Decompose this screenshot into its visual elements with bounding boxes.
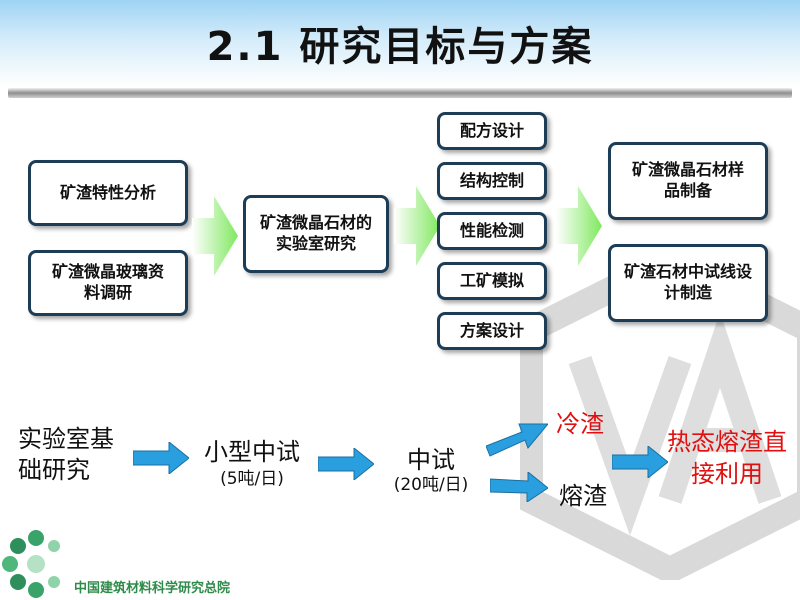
flow-small-trial: 小型中试 <box>204 438 300 466</box>
step-label: 方案设计 <box>459 320 524 340</box>
step-plan-design: 方案设计 <box>437 312 547 350</box>
box-label: 矿渣石材中试线设计制造 <box>623 262 752 302</box>
arrow-right-icon <box>192 196 238 276</box>
arrow-right-icon <box>556 186 602 266</box>
arrow-right-icon <box>133 442 189 474</box>
box-label: 矿渣微晶石材样品制备 <box>631 160 744 200</box>
arrow-right-icon <box>612 446 668 478</box>
box-label: 矿渣特性分析 <box>59 182 156 202</box>
flow-cold-slag: 冷渣 <box>556 410 604 438</box>
institute-logo-icon <box>2 530 60 598</box>
box-label: 矿渣微晶石材的实验室研究 <box>259 213 372 253</box>
step-label: 性能检测 <box>459 220 524 240</box>
flow-lab-research: 实验室基础研究 <box>18 425 114 485</box>
title-band <box>0 0 800 86</box>
arrow-right-icon <box>394 186 440 266</box>
flow-pilot: 中试 <box>407 446 455 474</box>
arrow-right-icon <box>490 472 548 502</box>
box-sample-preparation: 矿渣微晶石材样品制备 <box>608 142 768 220</box>
page-title: 2.1 研究目标与方案 <box>206 24 594 70</box>
step-label: 配方设计 <box>459 120 524 140</box>
box-pilot-line-design: 矿渣石材中试线设计制造 <box>608 244 768 322</box>
step-label: 工矿模拟 <box>459 270 524 290</box>
arrow-right-icon <box>318 448 374 480</box>
flow-hot-slag-utilization: 热态熔渣直接利用 <box>667 428 787 489</box>
organization-name: 中国建筑材料科学研究总院 <box>74 581 231 596</box>
title-divider <box>8 88 792 98</box>
step-performance-test: 性能检测 <box>437 212 547 250</box>
box-glass-literature: 矿渣微晶玻璃资料调研 <box>28 250 188 316</box>
flow-pilot-capacity: (20吨/日) <box>393 475 469 495</box>
box-label: 矿渣微晶玻璃资料调研 <box>51 262 164 302</box>
step-structure-control: 结构控制 <box>437 162 547 200</box>
step-label: 结构控制 <box>459 170 524 190</box>
flow-small-trial-capacity: (5吨/日) <box>220 469 284 489</box>
flow-molten-slag: 熔渣 <box>559 482 607 510</box>
box-slag-properties: 矿渣特性分析 <box>28 160 188 226</box>
step-process-simulation: 工矿模拟 <box>437 262 547 300</box>
arrow-up-right-icon <box>486 423 548 457</box>
box-lab-research: 矿渣微晶石材的实验室研究 <box>243 195 389 273</box>
step-formula-design: 配方设计 <box>437 112 547 150</box>
